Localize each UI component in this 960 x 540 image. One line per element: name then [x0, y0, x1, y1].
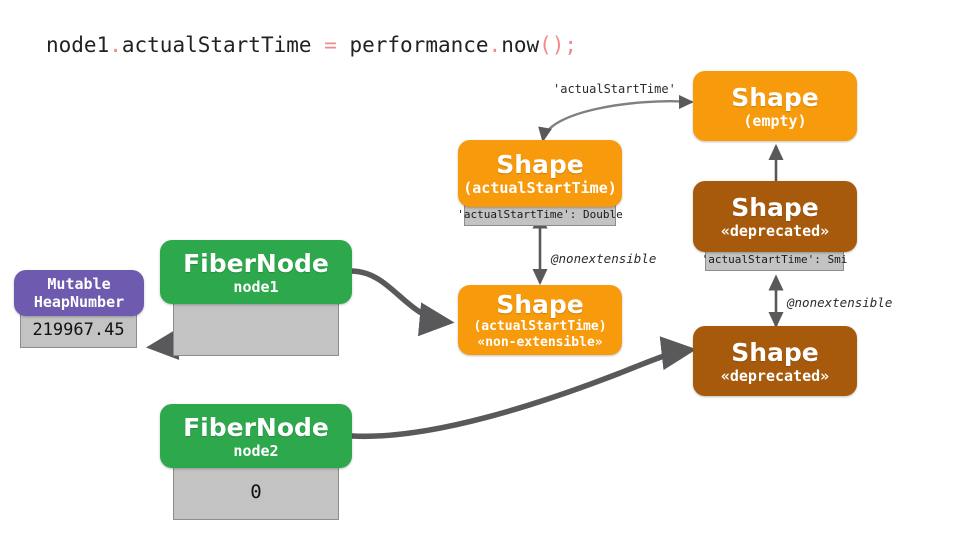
shape-deprecated-bottom-title: Shape [731, 337, 819, 367]
shape-actualstarttime-subtitle: (actualStartTime) [463, 179, 617, 197]
title-token-parens: (); [539, 33, 578, 57]
title-token-now: now [501, 33, 540, 57]
edge-label-actualstarttime: 'actualStartTime' [553, 82, 676, 96]
shape-deprecated-bottom-header: Shape «deprecated» [693, 326, 857, 396]
node-mutable-heapnumber[interactable]: Mutable HeapNumber 219967.45 [14, 270, 144, 348]
shape-actualstarttime-property-sep: : [569, 208, 584, 221]
fibernode1-title: FiberNode [183, 248, 329, 278]
shape-actualstarttime-property-key: 'actualStartTime' [457, 208, 570, 221]
node-shape-deprecated-bottom[interactable]: Shape «deprecated» [693, 326, 857, 396]
shape-nonextensible-subtitle: (actualStartTime) [473, 318, 607, 334]
mutable-heapnumber-header: Mutable HeapNumber [14, 270, 144, 316]
node-fibernode1[interactable]: FiberNode node1 [160, 240, 352, 356]
fibernode1-value-cell [173, 300, 339, 356]
title-token-dot1: . [109, 33, 122, 57]
edge-shape-actualstarttime-to-shape-empty [538, 100, 691, 143]
shape-nonextensible-header: Shape (actualStartTime) «non-extensible» [458, 285, 622, 355]
node-shape-deprecated-top[interactable]: Shape «deprecated» 'actualStartTime': Sm… [693, 181, 857, 271]
mutable-heapnumber-value: 219967.45 [32, 320, 125, 340]
shape-actualstarttime-property-value: Double [583, 208, 623, 221]
shape-nonextensible-title: Shape [496, 289, 584, 319]
mutable-heapnumber-value-cell: 219967.45 [20, 312, 137, 348]
shape-nonextensible-stereotype: «non-extensible» [477, 334, 603, 350]
fibernode2-subtitle: node2 [233, 441, 279, 460]
title-token-dot2: . [488, 33, 502, 57]
title-token-equals: = [324, 33, 337, 57]
shape-deprecated-top-header: Shape «deprecated» [693, 181, 857, 252]
shape-empty-subtitle: (empty) [743, 111, 807, 130]
node-shape-actualstarttime[interactable]: Shape (actualStartTime) 'actualStartTime… [457, 140, 623, 226]
mutable-heapnumber-title-line1: Mutable [47, 275, 111, 293]
fibernode2-value-cell: 0 [173, 464, 339, 520]
node-fibernode2[interactable]: FiberNode node2 0 [160, 404, 352, 520]
title-token-prop: actualStartTime [121, 33, 325, 57]
shape-deprecated-top-property-value: Smi [827, 253, 848, 266]
shape-deprecated-top-title: Shape [731, 193, 819, 222]
fibernode2-value: 0 [250, 481, 262, 503]
shape-deprecated-bottom-stereotype: «deprecated» [720, 366, 830, 385]
shape-deprecated-top-stereotype: «deprecated» [720, 222, 830, 240]
fibernode2-title: FiberNode [183, 412, 329, 442]
mutable-heapnumber-title-line2: HeapNumber [33, 293, 125, 311]
shape-actualstarttime-header: Shape (actualStartTime) [458, 140, 622, 207]
shape-empty-header: Shape (empty) [693, 71, 857, 141]
fibernode1-header: FiberNode node1 [160, 240, 352, 304]
title-token-node1: node1 [46, 33, 110, 57]
edge-node2-to-shape-deprecated-bottom [349, 336, 697, 440]
edge-label-nonextensible-left: @nonextensible [551, 251, 657, 266]
edge-node1-to-shape-nonextensible [349, 268, 455, 337]
shape-deprecated-top-property-key: 'actualStartTime' [701, 253, 815, 266]
page-title: node1.actualStartTime = performance.now(… [46, 33, 577, 57]
edge-label-nonextensible-right: @nonextensible [787, 295, 893, 310]
shape-deprecated-top-property-sep: : [814, 253, 828, 266]
fibernode2-header: FiberNode node2 [160, 404, 352, 468]
fibernode1-subtitle: node1 [233, 277, 279, 296]
shape-empty-title: Shape [731, 82, 819, 112]
title-token-performance: performance [336, 33, 489, 57]
shape-actualstarttime-title: Shape [496, 150, 584, 179]
node-shape-empty[interactable]: Shape (empty) [693, 71, 857, 141]
node-shape-nonextensible[interactable]: Shape (actualStartTime) «non-extensible» [458, 285, 622, 355]
